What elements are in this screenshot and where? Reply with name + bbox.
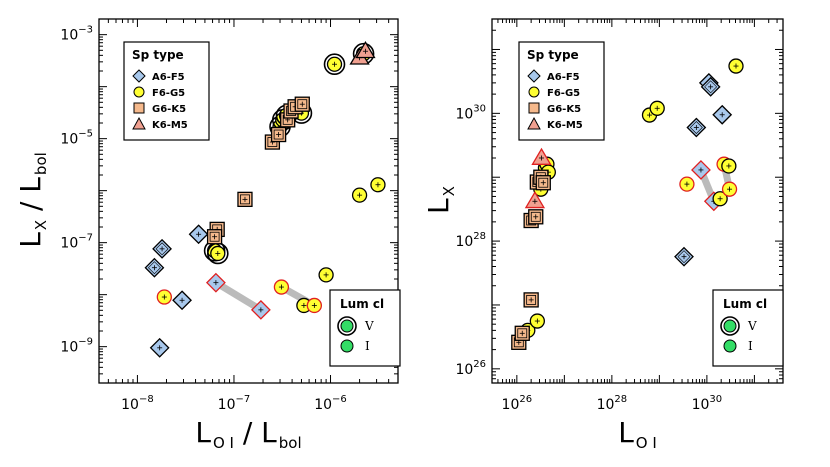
data-point <box>355 40 376 59</box>
legend-label: I <box>748 339 753 353</box>
data-point <box>679 176 695 192</box>
legend-marker <box>723 339 737 353</box>
legend-label: K6-M5 <box>547 120 583 131</box>
x-tick-label: 10−7 <box>218 394 251 413</box>
data-points <box>144 40 386 358</box>
legend-label: V <box>747 319 757 333</box>
legend-label: K6-M5 <box>152 120 188 131</box>
legend-marker <box>527 69 541 83</box>
legend-label: V <box>364 319 374 333</box>
x-tick-label: 10−8 <box>121 394 154 413</box>
legend-label: A6-F5 <box>547 72 580 83</box>
data-point <box>172 290 192 311</box>
legend-marker <box>337 316 357 336</box>
data-point <box>370 177 386 193</box>
legend-label: A6-F5 <box>152 72 185 83</box>
y-tick-label: 10−9 <box>60 337 93 356</box>
data-point <box>529 313 545 329</box>
legend-label: G6-K5 <box>152 104 186 115</box>
data-point <box>144 257 165 278</box>
data-point <box>273 279 290 295</box>
ticks <box>491 18 784 384</box>
data-point <box>712 104 733 125</box>
legend-title: Sp type <box>132 48 184 62</box>
legend-marker <box>133 86 145 98</box>
data-point <box>306 297 322 314</box>
x-tick-label: 1028 <box>597 394 628 413</box>
y-tick-label: 1026 <box>455 359 486 378</box>
legend-marker <box>340 339 354 353</box>
data-point <box>535 175 551 191</box>
legend-marker <box>528 102 540 114</box>
data-point <box>188 224 209 245</box>
data-point <box>700 76 721 97</box>
data-point <box>514 325 530 341</box>
data-point <box>721 158 737 174</box>
y-axis-label: LX / Lbol <box>14 152 50 248</box>
y-axis-label: LX <box>422 186 458 214</box>
data-point <box>649 100 665 116</box>
legend-label: I <box>365 339 370 353</box>
data-point <box>250 299 271 320</box>
legend-marker <box>528 86 540 98</box>
y-tick-label: 10−5 <box>60 129 93 148</box>
legend-title: Lum cl <box>340 297 384 311</box>
legend-marker <box>132 69 146 83</box>
data-point <box>728 58 744 74</box>
y-tick-label: 10−7 <box>60 233 93 252</box>
legend-lum-class: Lum cl VI <box>712 289 784 367</box>
data-point <box>294 96 310 112</box>
data-point <box>318 267 334 283</box>
data-point <box>206 242 229 265</box>
data-point <box>524 190 546 209</box>
data-point <box>156 289 172 305</box>
legend-marker <box>133 102 145 114</box>
data-point <box>323 53 346 76</box>
x-tick-label: 1026 <box>502 394 533 413</box>
legend-label: F6-G5 <box>152 88 185 99</box>
data-point <box>270 126 287 143</box>
data-point <box>528 209 544 225</box>
y-tick-label: 1030 <box>455 103 486 122</box>
plot-frame <box>491 18 784 384</box>
x-tick-label: 1030 <box>692 394 723 413</box>
legend-marker <box>527 116 541 130</box>
data-point <box>712 191 728 207</box>
legend-label: G6-K5 <box>547 104 581 115</box>
data-point <box>721 181 738 197</box>
y-tick-label: 1028 <box>455 231 486 250</box>
y-tick-label: 10−3 <box>60 25 93 44</box>
legend-label: F6-G5 <box>547 88 580 99</box>
legend-title: Sp type <box>527 48 579 62</box>
data-point <box>691 160 711 180</box>
data-points <box>511 58 744 350</box>
data-point <box>686 117 707 138</box>
legend-lum-class: Lum cl VI <box>329 289 401 367</box>
legend-title: Lum cl <box>723 297 767 311</box>
data-point <box>351 187 368 203</box>
data-point <box>149 337 170 358</box>
legend-marker <box>132 116 146 130</box>
data-point <box>205 272 226 293</box>
data-point <box>152 238 172 259</box>
data-point <box>206 229 223 245</box>
data-point <box>237 191 253 208</box>
data-point <box>523 292 539 308</box>
legend-marker <box>720 316 740 336</box>
x-tick-label: 10−6 <box>314 394 347 413</box>
data-point <box>674 246 694 267</box>
variability-connector <box>214 279 263 313</box>
plot-frame <box>98 18 399 384</box>
data-point <box>531 147 552 165</box>
